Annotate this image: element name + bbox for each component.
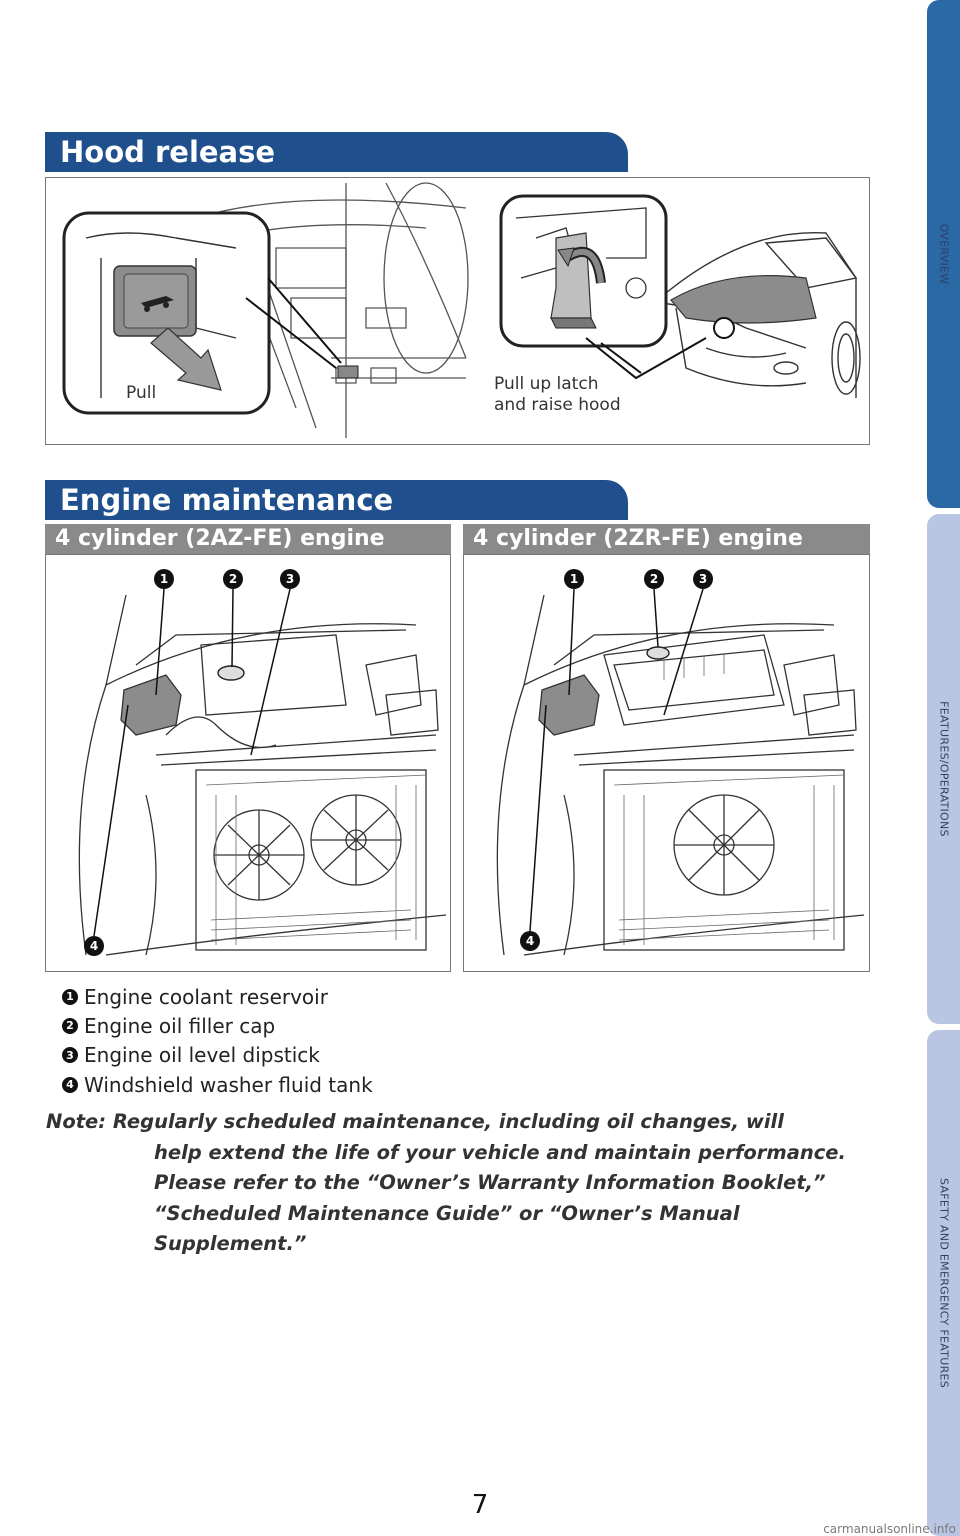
callout-2: [223, 569, 243, 589]
callout-3-label: 3: [286, 572, 294, 586]
legend-badge: 1: [62, 988, 78, 1005]
latch: [550, 232, 592, 319]
legend-text: Engine coolant reservoir: [84, 984, 328, 1009]
watermark: carmanualsonline.info: [823, 1522, 956, 1536]
side-tab-overview[interactable]: OVERVIEW: [927, 0, 960, 508]
note-line-5: Supplement.”: [154, 1232, 307, 1255]
side-tab-features[interactable]: FEATURES/OPERATIONS: [927, 514, 960, 1024]
callout-3: [280, 569, 300, 589]
legend-badge: 4: [62, 1076, 78, 1093]
callout-1: [564, 569, 584, 589]
legend-badge: 2: [62, 1017, 78, 1034]
callout-2-label: 2: [229, 572, 237, 586]
pull-label: Pull: [126, 383, 157, 403]
right-engine-illustration: 1 2 3 4: [463, 554, 870, 972]
side-tab-overview-label: OVERVIEW: [937, 223, 950, 285]
left-engine-subheader: 4 cylinder (2AZ-FE) engine: [45, 524, 451, 554]
right-engine-subtitle: 4 cylinder (2ZR-FE) engine: [473, 526, 803, 551]
note-line-4: “Scheduled Maintenance Guide” or “Owner’…: [154, 1201, 740, 1225]
left-engine-illustration: 1 2 3 4: [45, 554, 451, 972]
legend-item: 4 Windshield washer fluid tank: [62, 1070, 662, 1099]
washer-tank: [538, 674, 600, 736]
legend-item: 3 Engine oil level dipstick: [62, 1041, 662, 1070]
latch-label-line1: Pull up latch: [494, 374, 599, 394]
legend-item: 1 Engine coolant reservoir: [62, 982, 662, 1011]
side-tab-safety[interactable]: SAFETY AND EMERGENCY FEATURES: [927, 1030, 960, 1536]
callout-2: [644, 569, 664, 589]
legend-text: Engine oil level dipstick: [84, 1043, 320, 1068]
callout-4-label: 4: [526, 934, 534, 948]
legend-badge: 3: [62, 1047, 78, 1064]
callout-2-label: 2: [650, 572, 658, 586]
right-engine-subheader: 4 cylinder (2ZR-FE) engine: [463, 524, 870, 554]
hood-release-header: Hood release: [45, 132, 628, 172]
left-engine-drawing: 1 2 3 4: [78, 569, 447, 956]
legend-text: Windshield washer fluid tank: [84, 1072, 373, 1097]
callout-4-label: 4: [90, 939, 98, 953]
pull-arrow-icon: [150, 327, 222, 391]
hood-release-illustration: Pull Pull up latch and raise hood: [45, 177, 870, 445]
callout-1: [154, 569, 174, 589]
callout-4: [84, 936, 104, 956]
engine-maintenance-header: Engine maintenance: [45, 480, 628, 520]
left-engine-subtitle: 4 cylinder (2AZ-FE) engine: [55, 526, 385, 551]
page-number: 7: [471, 1490, 489, 1520]
legend-list: 1 Engine coolant reservoir 2 Engine oil …: [62, 982, 662, 1099]
maintenance-note: Note: Regularly scheduled maintenance, i…: [46, 1107, 866, 1260]
engine-maintenance-title: Engine maintenance: [60, 483, 394, 517]
washer-tank: [120, 674, 182, 736]
callout-1-label: 1: [570, 572, 578, 586]
hood-release-title: Hood release: [60, 135, 276, 169]
note-line-1: Note: Regularly scheduled maintenance, i…: [46, 1110, 784, 1133]
latch-label-line2: and raise hood: [494, 395, 621, 415]
legend-item: 2 Engine oil filler cap: [62, 1011, 662, 1040]
side-tab-features-label: FEATURES/OPERATIONS: [937, 701, 950, 837]
callout-1-label: 1: [160, 572, 168, 586]
note-line-2: help extend the life of your vehicle and…: [154, 1140, 846, 1164]
right-engine-drawing: 1 2 3 4: [496, 569, 865, 956]
legend-text: Engine oil filler cap: [84, 1013, 276, 1038]
side-tab-safety-label: SAFETY AND EMERGENCY FEATURES: [937, 1177, 950, 1389]
hood-release-drawing: [62, 182, 861, 438]
callout-3-label: 3: [699, 572, 707, 586]
callout-3: [693, 569, 713, 589]
car-hood-icon: [141, 296, 174, 308]
callout-4: [520, 931, 540, 951]
note-line-3: Please refer to the “Owner’s Warranty In…: [154, 1171, 826, 1194]
